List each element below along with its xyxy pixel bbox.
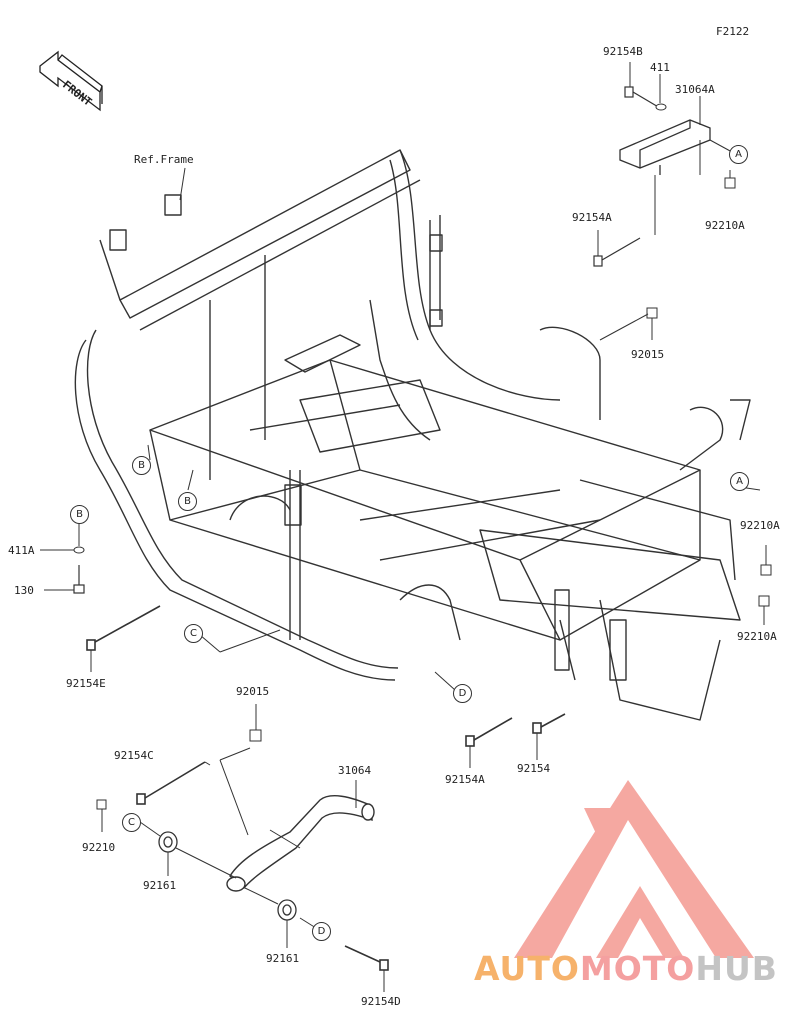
part-92210A-top: 92210A xyxy=(705,219,745,232)
part-92154A-top: 92154A xyxy=(572,211,612,224)
part-92161-a: 92161 xyxy=(143,879,177,892)
nut-92210A-top xyxy=(724,177,736,189)
part-92154B: 92154B xyxy=(603,45,643,58)
callout-D-lower: D xyxy=(312,922,331,941)
part-411: 411 xyxy=(650,61,670,74)
part-92161-b: 92161 xyxy=(266,952,300,965)
callout-C-frame: C xyxy=(184,624,203,643)
figure-code: F2122 xyxy=(716,25,750,38)
callout-D-frame: D xyxy=(453,684,472,703)
callout-B-mid: B xyxy=(178,492,197,511)
bolt-92154E xyxy=(86,605,161,651)
leader-lines xyxy=(40,62,767,992)
part-92210A-r1: 92210A xyxy=(740,519,780,532)
bracket-31064A xyxy=(619,119,711,175)
callout-A-top: A xyxy=(729,145,748,164)
part-92154E: 92154E xyxy=(66,677,106,690)
part-31064: 31064 xyxy=(338,764,372,777)
part-92015-top: 92015 xyxy=(631,348,665,361)
watermark-logo xyxy=(514,780,754,958)
callout-B-left: B xyxy=(132,456,151,475)
front-arrow-icon xyxy=(39,50,103,112)
washer-411A xyxy=(73,546,85,554)
bolt-92154D xyxy=(344,945,389,971)
part-411A: 411A xyxy=(8,544,35,557)
callout-A-right: A xyxy=(730,472,749,491)
main-frame xyxy=(74,149,751,721)
ref-frame-label: Ref.Frame xyxy=(134,153,194,166)
bushing-92161-a xyxy=(158,831,178,853)
nut-92015-bottom xyxy=(249,729,262,742)
bracket-31064 xyxy=(226,795,375,892)
callout-C-lower: C xyxy=(122,813,141,832)
part-31064A: 31064A xyxy=(675,83,715,96)
part-92015-bottom: 92015 xyxy=(236,685,270,698)
part-92154C: 92154C xyxy=(114,749,154,762)
washer-411 xyxy=(655,103,667,111)
nut-92210A-r1 xyxy=(760,564,772,576)
nut-92015-top xyxy=(646,307,658,319)
bolt-92154A-bottom xyxy=(465,717,513,747)
bolt-130 xyxy=(73,565,85,594)
bushing-92161-b xyxy=(277,899,297,921)
bolt-92154B xyxy=(624,86,661,109)
part-130: 130 xyxy=(14,584,34,597)
part-92210A-r2: 92210A xyxy=(737,630,777,643)
bolt-92154A-top xyxy=(593,237,641,267)
nut-92210 xyxy=(96,799,107,810)
watermark-text: AUTOMOTOHUB xyxy=(474,949,778,988)
bolt-92154 xyxy=(532,713,566,734)
part-92210: 92210 xyxy=(82,841,116,854)
nut-92210A-r2 xyxy=(758,595,770,607)
part-92154A-bottom: 92154A xyxy=(445,773,485,786)
part-92154: 92154 xyxy=(517,762,551,775)
bolt-92154C xyxy=(136,761,206,805)
part-92154D: 92154D xyxy=(361,995,401,1008)
callout-B-legend: B xyxy=(70,505,89,524)
